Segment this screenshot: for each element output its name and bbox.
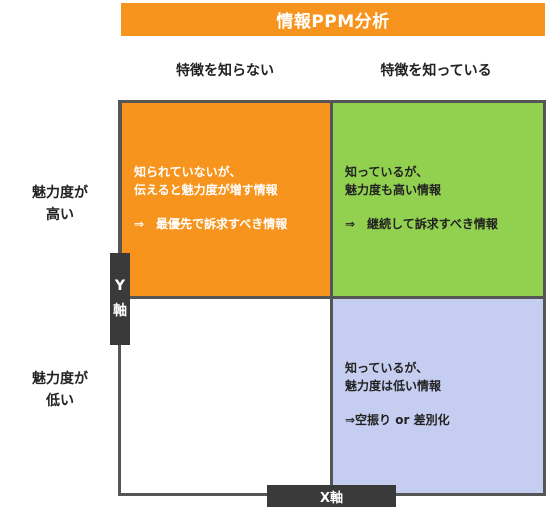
row-header-low-line2: 低い	[46, 393, 74, 409]
row-header-high-line2: 高い	[46, 207, 74, 223]
quadrant-top-left: 知られていないが、 伝えると魅力度が増す情報 ⇒ 最優先で訴求すべき情報	[119, 100, 333, 299]
row-header-low-line1: 魅力度が	[32, 371, 88, 387]
diagram-title: 情報PPM分析	[121, 3, 545, 36]
row-header-high-appeal: 魅力度が 高い	[8, 182, 112, 226]
quadrant-bottom-right-text: 知っているが、 魅力度は低い情報 ⇒空振り or 差別化	[345, 359, 537, 429]
quadrant-bottom-right: 知っているが、 魅力度は低い情報 ⇒空振り or 差別化	[330, 296, 546, 496]
y-axis-label-kanji: 軸	[113, 303, 127, 319]
quadrant-bottom-right-line1: 知っているが、	[345, 361, 429, 375]
quadrant-top-left-line2: 伝えると魅力度が増す情報	[134, 183, 278, 197]
quadrant-top-right-action: ⇒ 継続して訴求すべき情報	[345, 217, 498, 231]
quadrant-bottom-right-line2: 魅力度は低い情報	[345, 379, 442, 393]
quadrant-top-right-line2: 魅力度も高い情報	[345, 183, 442, 197]
y-axis-label: Y 軸	[110, 253, 130, 345]
x-axis-label: X軸	[267, 485, 396, 507]
row-header-low-appeal: 魅力度が 低い	[8, 368, 112, 412]
y-axis-label-letter: Y	[114, 278, 126, 294]
quadrant-top-left-text: 知られていないが、 伝えると魅力度が増す情報 ⇒ 最優先で訴求すべき情報	[134, 163, 324, 233]
quadrant-top-right-text: 知っているが、 魅力度も高い情報 ⇒ 継続して訴求すべき情報	[345, 163, 537, 233]
quadrant-top-right: 知っているが、 魅力度も高い情報 ⇒ 継続して訴求すべき情報	[330, 100, 546, 299]
quadrant-top-left-line1: 知られていないが、	[134, 165, 242, 179]
quadrant-bottom-right-action: ⇒空振り or 差別化	[345, 413, 450, 427]
column-header-unknown-features: 特徴を知らない	[176, 63, 274, 79]
column-header-known-features: 特徴を知っている	[380, 63, 492, 79]
quadrant-top-left-action: ⇒ 最優先で訴求すべき情報	[134, 217, 288, 231]
quadrant-top-right-line1: 知っているが、	[345, 165, 429, 179]
row-header-high-line1: 魅力度が	[32, 185, 88, 201]
